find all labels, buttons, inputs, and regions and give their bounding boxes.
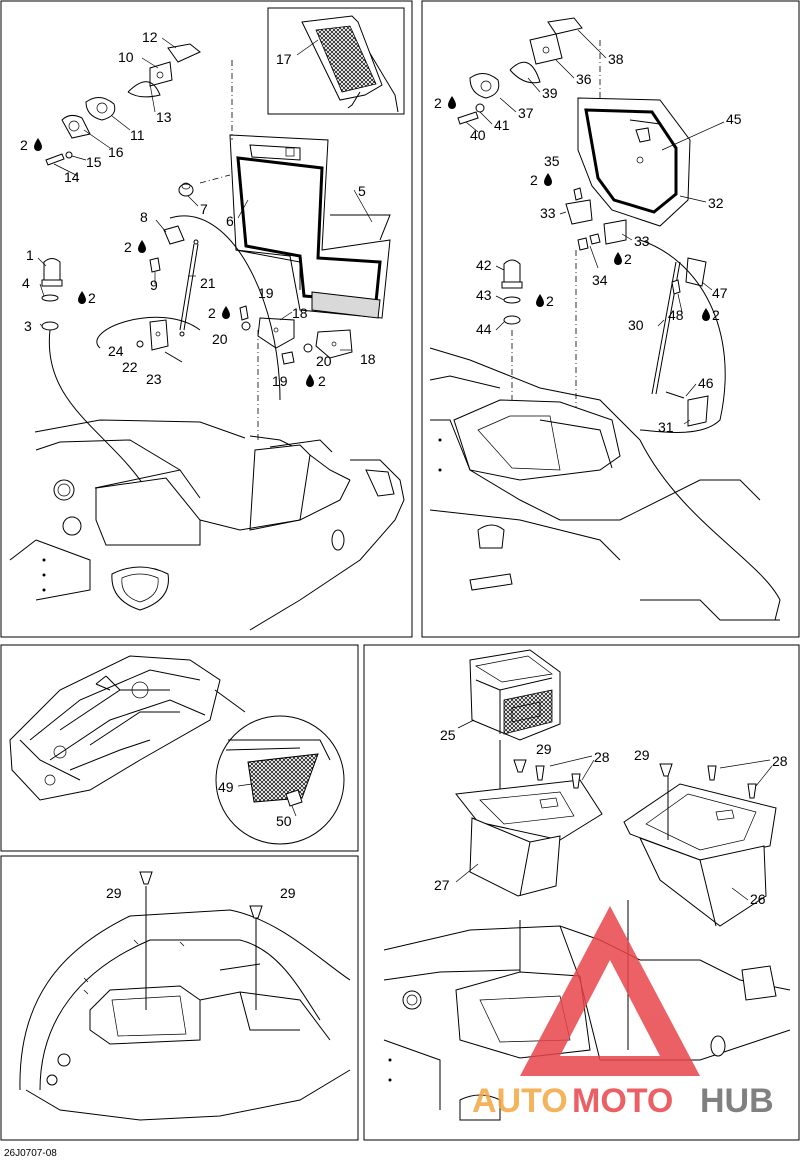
watermark-auto: AUTO bbox=[472, 1082, 568, 1120]
callout-41: 41 bbox=[494, 117, 510, 133]
callout-22: 22 bbox=[122, 359, 138, 375]
callout-48: 48 bbox=[668, 307, 684, 323]
callout-11: 11 bbox=[130, 127, 145, 143]
callout-8: 8 bbox=[140, 209, 148, 225]
callout-44: 44 bbox=[476, 321, 492, 337]
callout-2g: 2 bbox=[530, 172, 538, 188]
inset-box-17 bbox=[267, 7, 405, 115]
callout-33b: 33 bbox=[634, 233, 650, 249]
callout-33a: 33 bbox=[540, 205, 556, 221]
callout-31: 31 bbox=[658, 419, 674, 435]
panel-top-left bbox=[0, 0, 413, 638]
callout-27: 27 bbox=[434, 877, 450, 893]
callout-25: 25 bbox=[440, 727, 456, 743]
callout-30: 30 bbox=[628, 317, 644, 333]
callout-16: 16 bbox=[108, 144, 124, 160]
bottom-left-drawing bbox=[19, 871, 351, 1121]
panel-top-right bbox=[421, 0, 800, 638]
callout-29c: 29 bbox=[536, 741, 552, 757]
middle-left-drawing bbox=[9, 655, 345, 845]
callout-32: 32 bbox=[708, 195, 724, 211]
callout-37: 37 bbox=[518, 105, 534, 121]
callout-17: 17 bbox=[276, 51, 292, 67]
callout-47: 47 bbox=[712, 285, 728, 301]
callout-5: 5 bbox=[358, 183, 366, 199]
callout-20b: 20 bbox=[316, 353, 332, 369]
callout-19a: 19 bbox=[258, 285, 274, 301]
callout-1: 1 bbox=[26, 247, 34, 263]
callout-2e: 2 bbox=[318, 373, 326, 389]
top-left-callouts: 12 10 13 11 16 15 14 2 17 5 6 7 8 2 9 21… bbox=[20, 29, 376, 389]
callout-19b: 19 bbox=[272, 373, 288, 389]
panel-bottom-left bbox=[0, 855, 359, 1141]
callout-21: 21 bbox=[200, 275, 216, 291]
callout-6: 6 bbox=[226, 213, 234, 229]
bottom-left-callouts: 29 29 bbox=[106, 885, 296, 901]
callout-46: 46 bbox=[698, 375, 714, 391]
top-right-drawing bbox=[429, 17, 781, 621]
top-left-drops bbox=[34, 138, 314, 387]
callout-15: 15 bbox=[86, 154, 102, 170]
middle-left-callouts: 49 50 bbox=[218, 779, 292, 829]
callout-2h: 2 bbox=[624, 251, 632, 267]
watermark-hub: HUB bbox=[700, 1082, 774, 1120]
callout-40: 40 bbox=[470, 127, 486, 143]
callout-26: 26 bbox=[750, 891, 766, 907]
callout-7: 7 bbox=[200, 201, 208, 217]
bottom-right-callouts: 25 29 28 29 28 27 26 bbox=[434, 727, 788, 907]
callout-28a: 28 bbox=[594, 749, 610, 765]
callout-18a: 18 bbox=[292, 305, 308, 321]
callout-45: 45 bbox=[726, 111, 742, 127]
callout-4: 4 bbox=[22, 275, 30, 291]
callout-24: 24 bbox=[108, 343, 124, 359]
callout-36: 36 bbox=[576, 71, 592, 87]
callout-23: 23 bbox=[146, 371, 162, 387]
watermark-moto: MOTO bbox=[572, 1082, 673, 1120]
top-right-drops bbox=[448, 96, 710, 321]
callout-29a: 29 bbox=[106, 885, 122, 901]
callout-29d: 29 bbox=[634, 747, 650, 763]
callout-28b: 28 bbox=[772, 753, 788, 769]
callout-2f: 2 bbox=[434, 95, 442, 111]
callout-10: 10 bbox=[118, 49, 134, 65]
callout-50: 50 bbox=[276, 813, 292, 829]
callout-42: 42 bbox=[476, 257, 492, 273]
top-left-drawing bbox=[9, 7, 405, 631]
callout-2c: 2 bbox=[88, 290, 96, 306]
callout-2i: 2 bbox=[546, 293, 554, 309]
callout-39: 39 bbox=[542, 85, 558, 101]
callout-14: 14 bbox=[64, 169, 80, 185]
callout-38: 38 bbox=[608, 51, 624, 67]
top-right-callouts: 38 36 39 37 41 40 2 45 35 2 32 33 33 2 3… bbox=[434, 51, 742, 435]
panel-middle-left bbox=[0, 644, 359, 852]
callout-29b: 29 bbox=[280, 885, 296, 901]
callout-12: 12 bbox=[142, 29, 158, 45]
callout-43: 43 bbox=[476, 287, 492, 303]
callout-18b: 18 bbox=[360, 351, 376, 367]
brand-watermark: AUTO MOTO HUB bbox=[472, 906, 774, 1120]
callout-34: 34 bbox=[592, 272, 608, 288]
callout-9: 9 bbox=[150, 277, 158, 293]
callout-2b: 2 bbox=[124, 239, 132, 255]
diagram-code: 26J0707-08 bbox=[4, 1148, 57, 1159]
watermark-logo-triangle bbox=[520, 906, 700, 1076]
callout-49: 49 bbox=[218, 779, 234, 795]
callout-2j: 2 bbox=[712, 307, 720, 323]
callout-3: 3 bbox=[24, 318, 32, 334]
callout-35: 35 bbox=[544, 153, 560, 169]
callout-2d: 2 bbox=[208, 305, 216, 321]
panel-bottom-right bbox=[363, 644, 800, 1141]
callout-13: 13 bbox=[156, 109, 172, 125]
callout-20a: 20 bbox=[212, 331, 228, 347]
callout-2a: 2 bbox=[20, 137, 28, 153]
